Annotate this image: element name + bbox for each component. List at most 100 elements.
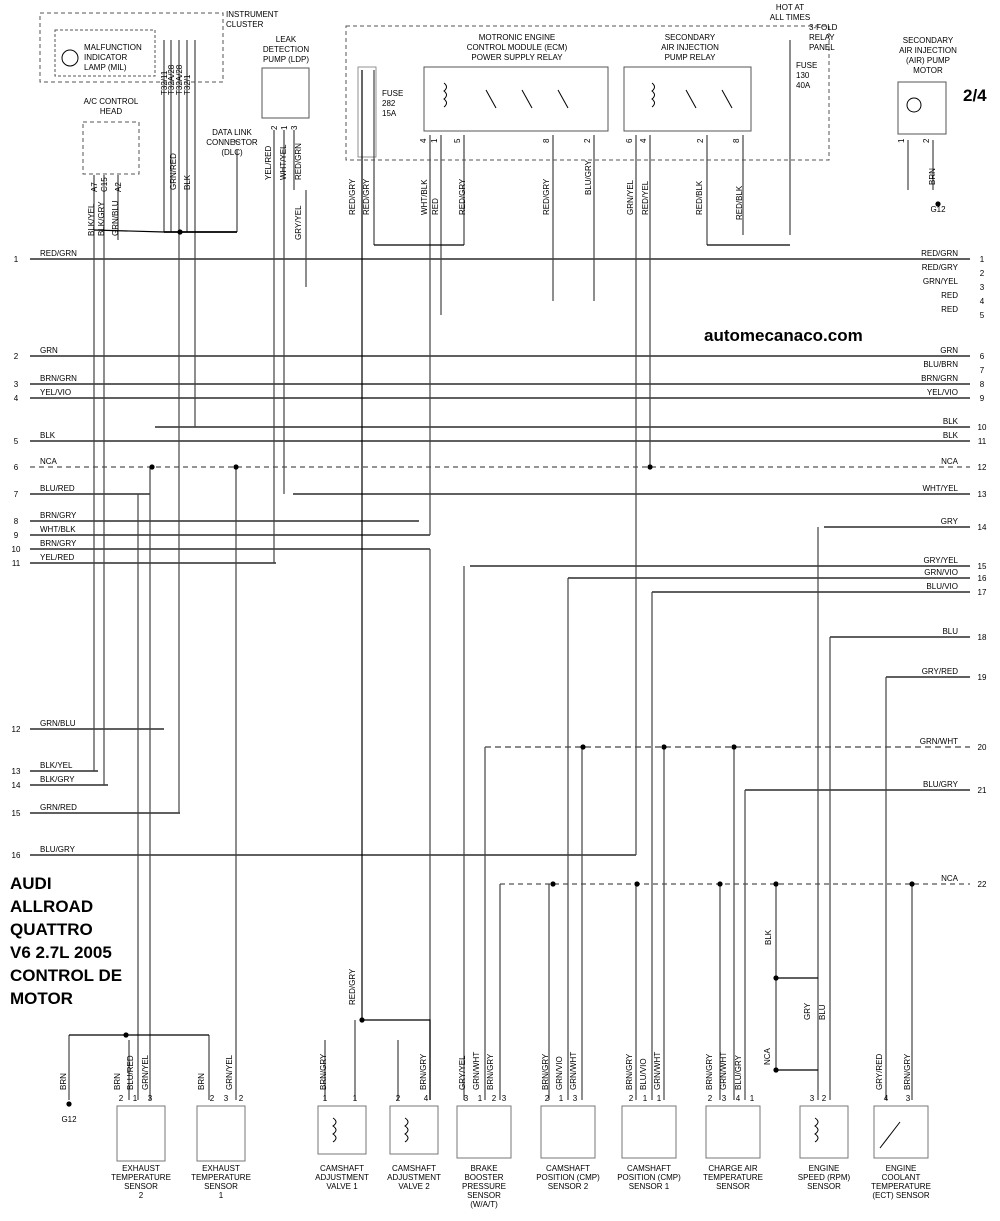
ecm-relay-pin: 8: [542, 138, 551, 143]
mil-box: [54, 29, 156, 77]
line-number: 13: [12, 767, 21, 776]
wire-color-label: GRN/BLU: [111, 200, 120, 236]
ecm-relay-pin: 1: [430, 138, 439, 143]
sensor-box: [389, 1105, 439, 1155]
pin-number: 3: [906, 1094, 911, 1103]
line-number: 21: [978, 786, 987, 795]
wire-color-label: RED/GRY: [922, 263, 959, 272]
splice-dot: [149, 464, 155, 470]
wire-color-label: GRN/YEL: [225, 1054, 234, 1090]
wire-color-label: GRY/RED: [875, 1053, 884, 1090]
sensor-label: TEMPERATURE: [111, 1173, 171, 1182]
wire-color-label: YEL/RED: [264, 146, 273, 180]
ldp-pin: 1: [280, 125, 289, 130]
wire-color-label: BLK: [40, 431, 56, 440]
ac-head-label: A/C CONTROL: [84, 97, 139, 106]
line-number: 3: [14, 380, 19, 389]
splice-dot: [661, 744, 667, 750]
wire-color-label: RED/BLK: [735, 185, 744, 220]
wire-color-label: NCA: [941, 874, 959, 883]
wire-color-label: WHT/BLK: [420, 179, 429, 215]
sensor-label: POSITION (CMP): [536, 1173, 600, 1182]
sensor-box: [705, 1105, 761, 1159]
sensor-label: BRAKE: [470, 1164, 497, 1173]
sensor-box: [873, 1105, 929, 1159]
wire-color-label: BLK: [183, 174, 192, 190]
sensor-box: [116, 1105, 166, 1162]
instrument-cluster-label: INSTRUMENT: [226, 10, 279, 19]
wire-color-label: GRY: [803, 1002, 812, 1020]
sensor-label: 1: [219, 1191, 224, 1200]
wire-color-label: BLU/RED: [126, 1055, 135, 1090]
wire-color-label: BLU/GRY: [40, 845, 76, 854]
wire-color-label: RED/GRY: [362, 178, 371, 215]
wire-color-label: BRN: [928, 168, 937, 185]
sensor-label: SENSOR: [467, 1191, 501, 1200]
cluster-pin: T32/11: [160, 70, 169, 95]
title-line: V6 2.7L 2005: [10, 943, 112, 962]
wire-color-label: BRN/GRN: [921, 374, 958, 383]
pin-number: 3: [722, 1094, 727, 1103]
sensor-label: ADJUSTMENT: [387, 1173, 441, 1182]
pin-number: 3: [502, 1094, 507, 1103]
sensor-label: COOLANT: [882, 1173, 921, 1182]
relay-coil-icon: [443, 82, 447, 108]
page-number: 2/4: [963, 86, 987, 105]
wire-color-label: RED/YEL: [641, 180, 650, 215]
pin-number: 4: [424, 1094, 429, 1103]
wire-color-label: GRY/YEL: [923, 556, 958, 565]
wire-color-label: BLU/GRY: [923, 780, 959, 789]
splice-dot: [580, 744, 586, 750]
dlc-label: DATA LINK: [212, 128, 252, 137]
wire-color-label: BLK: [943, 431, 959, 440]
line-number: 1: [980, 255, 985, 264]
splice-dot: [773, 975, 779, 981]
labels: INSTRUMENTCLUSTERMALFUNCTIONINDICATORLAM…: [12, 3, 987, 1209]
splice-dot: [359, 1017, 365, 1023]
splice-dot: [550, 881, 556, 887]
line-number: 16: [978, 574, 987, 583]
ecm-relay-label: POWER SUPPLY RELAY: [471, 53, 563, 62]
sensor-box: [799, 1105, 849, 1159]
fuse-130-label: FUSE: [796, 61, 817, 70]
wire-color-label: WHT/YEL: [922, 484, 958, 493]
ldp-pin: 2: [270, 125, 279, 130]
sensor-label: CAMSHAFT: [392, 1164, 436, 1173]
wire-color-label: RED/GRN: [921, 249, 958, 258]
sensor-label: TEMPERATURE: [871, 1182, 931, 1191]
wire-color-label: BRN: [197, 1073, 206, 1090]
ground-label: G12: [61, 1115, 77, 1124]
wire-color-label: BLK/YEL: [40, 761, 73, 770]
hot-at-all-times-label: HOT AT: [776, 3, 804, 12]
sensor-label: SENSOR 2: [548, 1182, 589, 1191]
splice-dot: [731, 744, 737, 750]
ac-pin: A7: [90, 182, 99, 192]
wire-color-label: RED: [941, 291, 958, 300]
sensor-label: SENSOR: [716, 1182, 750, 1191]
line-number: 14: [12, 781, 21, 790]
relay-panel-label: RELAY: [809, 33, 835, 42]
ecm-relay-pin: 5: [453, 138, 462, 143]
ecm-relay-box: [423, 66, 609, 132]
splice-dot: [935, 201, 941, 207]
fuse-282-label: FUSE: [382, 89, 403, 98]
wire-color-label: GRN: [40, 346, 58, 355]
wire-color-label: GRN/YEL: [626, 179, 635, 215]
title-line: MOTOR: [10, 989, 73, 1008]
wire-color-label: GRN/WHT: [472, 1052, 481, 1090]
line-number: 3: [980, 283, 985, 292]
fuse-282-label: 282: [382, 99, 396, 108]
line-number: 15: [978, 562, 987, 571]
pin-number: 3: [464, 1094, 469, 1103]
wire-color-label: BLU/VIO: [639, 1058, 648, 1090]
line-number: 8: [980, 380, 985, 389]
wire-color-label: RED/GRY: [348, 968, 357, 1005]
splice-dot: [773, 1067, 779, 1073]
wire-color-label: GRY/YEL: [294, 205, 303, 240]
splice-dot: [123, 1032, 129, 1038]
ac-control-head-box: [82, 121, 140, 175]
line-number: 20: [978, 743, 987, 752]
wire-color-label: RED: [431, 198, 440, 215]
wire-color-label: RED: [941, 305, 958, 314]
line-number: 11: [12, 559, 21, 568]
